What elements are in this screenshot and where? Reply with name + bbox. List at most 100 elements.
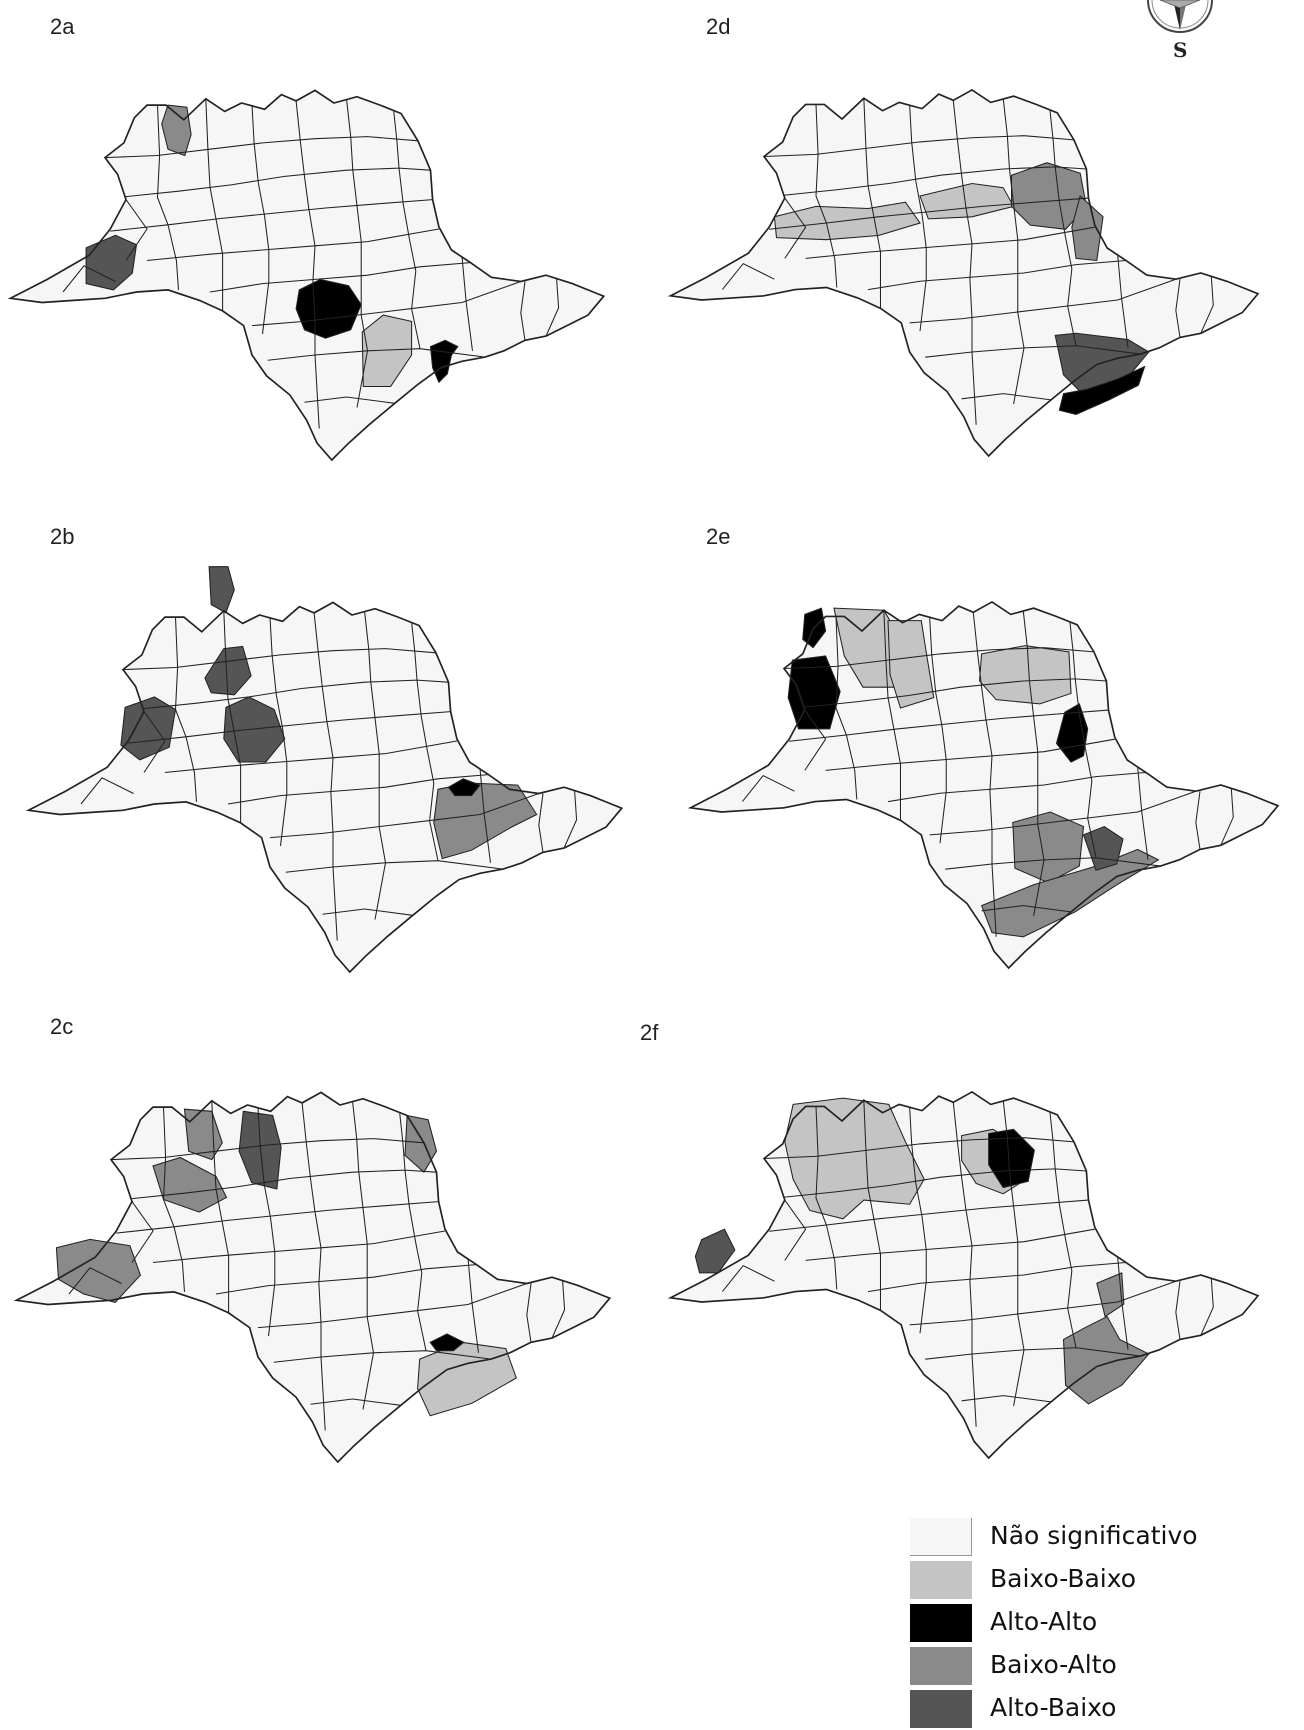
legend-label: Baixo-Baixo [990, 1564, 1137, 1593]
region-border-line [909, 278, 1177, 324]
state-outline [25, 601, 624, 974]
cluster-region-high-low [1082, 825, 1124, 871]
region-border-line [301, 1102, 326, 1431]
region-border-line [1002, 1100, 1025, 1407]
state-outline [13, 1091, 612, 1464]
region-border-line [257, 1107, 276, 1337]
state-base [670, 89, 1258, 456]
panel-label: 2f [640, 1020, 659, 1045]
region-border-line [863, 98, 882, 309]
region-border-line [80, 777, 134, 805]
cluster-region-high-low [204, 645, 252, 696]
region-borders [721, 1100, 1214, 1427]
region-border-line [1117, 1256, 1129, 1350]
compass-rose: S [1140, 0, 1220, 70]
region-border-line [304, 396, 395, 404]
map-panel-2a: 2a [0, 0, 640, 520]
region-border-line [269, 793, 539, 839]
region-border-line [961, 1395, 1052, 1403]
state-outline [687, 600, 1280, 970]
region-border-line [815, 1106, 838, 1290]
legend-swatch [910, 1690, 972, 1728]
region-border-line [721, 1264, 775, 1292]
region-border-line [867, 1261, 1126, 1293]
region-border-line [929, 790, 1197, 836]
region-border-line [62, 265, 116, 293]
compass-icon [1147, 0, 1213, 33]
region-border-line [805, 1228, 1095, 1261]
legend-label: Não significativo [990, 1521, 1198, 1550]
region-border-line [887, 771, 1146, 803]
region-border-line [479, 768, 492, 863]
region-border-line [467, 1258, 480, 1353]
map-2f [667, 1090, 1260, 1460]
region-border-line [1137, 766, 1149, 860]
region-border-line [883, 610, 902, 821]
region-border-line [351, 1100, 375, 1410]
panel-label: 2a [50, 14, 75, 39]
region-border-line [393, 111, 421, 349]
cluster-region-high-high [429, 1333, 465, 1352]
region-border-line [295, 100, 320, 429]
cluster-region-high-low [238, 1110, 282, 1190]
region-border-line [545, 277, 560, 337]
map-panel-2f: 2f [640, 1000, 1290, 1520]
cluster-region-high-high [295, 278, 362, 339]
region-border-line [1022, 610, 1045, 917]
region-border-line [152, 1230, 445, 1264]
region-border-line [909, 1106, 927, 1334]
region-border-line [805, 226, 1095, 259]
legend-item-baixo-alto: Baixo-Alto [910, 1644, 1290, 1687]
map-panel-2e: 2e [650, 510, 1290, 1030]
region-border-line [162, 1107, 186, 1292]
region-border-line [763, 135, 1074, 157]
cluster-region-high-high [787, 655, 841, 730]
region-border-line [1175, 279, 1181, 338]
region-border-line [952, 100, 977, 425]
region-border-line [209, 262, 471, 293]
state-outline [7, 89, 606, 462]
region-border-line [835, 616, 858, 800]
region-border-line [1069, 622, 1097, 858]
legend-item-baixo-baixo: Baixo-Baixo [910, 1558, 1290, 1601]
region-border-line [399, 1113, 427, 1351]
region-border-line [211, 1100, 230, 1313]
region-border-line [1195, 791, 1201, 850]
state-base [28, 602, 622, 972]
legend-swatch [910, 1604, 972, 1642]
map-2a [7, 89, 606, 462]
region-border-line [68, 1267, 122, 1295]
region-border-line [269, 617, 288, 847]
region-border-line [1200, 275, 1214, 334]
region-border-line [783, 647, 1094, 669]
region-border-line [1002, 98, 1025, 405]
cluster-region-low-high [1012, 811, 1085, 884]
map-2b [25, 566, 624, 974]
map-legend: Não significativo Baixo-Baixo Alto-Alto … [910, 1515, 1290, 1730]
region-border-line [961, 393, 1052, 401]
region-border-line [909, 1280, 1177, 1326]
map-2d [667, 88, 1260, 458]
region-border-line [538, 793, 544, 853]
region-border-line [952, 1102, 977, 1427]
panel-label: 2c [50, 1014, 74, 1039]
compass-south-label: S [1173, 38, 1188, 62]
cluster-region-high-low [85, 234, 138, 291]
region-border-line [804, 709, 827, 771]
region-border-line [313, 612, 338, 941]
legend-label: Alto-Baixo [990, 1693, 1117, 1722]
region-border-line [1049, 110, 1077, 346]
region-borders [741, 610, 1234, 937]
map-2c [13, 1091, 612, 1464]
region-borders [80, 610, 578, 941]
state-base [10, 90, 604, 461]
region-borders [62, 98, 560, 429]
region-border-line [122, 648, 436, 671]
legend-item-nao-significativo: Não significativo [910, 1515, 1290, 1558]
region-border-line [257, 1283, 527, 1329]
region-border-line [251, 105, 270, 335]
panel-label: 2b [50, 524, 75, 549]
region-border-line [721, 262, 775, 290]
legend-label: Baixo-Alto [990, 1650, 1117, 1679]
legend-swatch [910, 1561, 972, 1599]
